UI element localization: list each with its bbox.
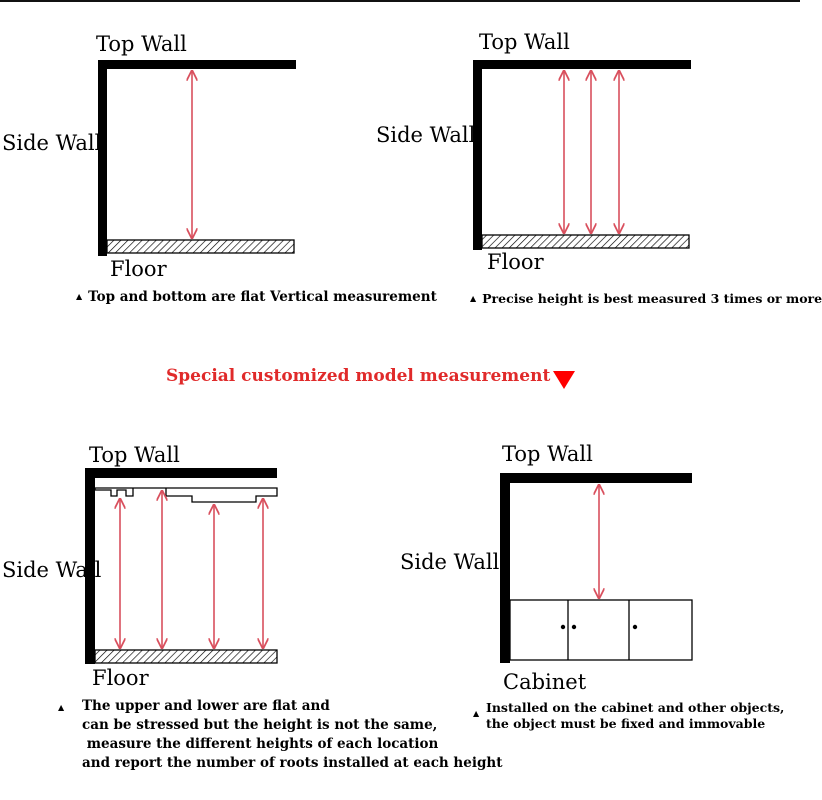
panel-1-top-wall-label: Top Wall bbox=[96, 32, 187, 56]
red-triangle-down-icon bbox=[553, 371, 575, 389]
panel-4-side-wall-label: Side Wall bbox=[400, 550, 500, 574]
panel-1-floor-hatch bbox=[106, 239, 295, 254]
bullet-icon: ▲ bbox=[470, 293, 477, 303]
panel-2-caption: ▲Precise height is best measured 3 times… bbox=[470, 291, 822, 306]
measurement-diagram bbox=[85, 60, 693, 664]
panel-4-top-wall bbox=[500, 473, 692, 483]
panel-3-caption: The upper and lower are flat and can be … bbox=[82, 698, 503, 771]
panel-4-side-wall bbox=[500, 473, 510, 663]
panel-4-cabinet-knob-2 bbox=[571, 624, 577, 630]
panel-3-floor-hatch bbox=[94, 649, 278, 664]
panel-1-side-wall bbox=[98, 60, 107, 256]
panel-2-side-wall-label: Side Wall bbox=[376, 123, 476, 147]
panel-4-top-wall-label: Top Wall bbox=[502, 442, 593, 466]
panel-2-diagram bbox=[473, 60, 691, 250]
panel-4-cabinet-label: Cabinet bbox=[503, 670, 587, 694]
panel-4-cabinet-body bbox=[509, 599, 693, 661]
panel-4-caption: Installed on the cabinet and other objec… bbox=[486, 700, 785, 731]
panel-4-diagram bbox=[500, 473, 693, 663]
panel-2-floor-hatch bbox=[481, 234, 690, 249]
panel-2-side-wall bbox=[473, 60, 482, 250]
panel-1-diagram bbox=[98, 60, 296, 256]
special-measurement-heading: Special customized model measurement bbox=[166, 366, 551, 386]
panel-3-floor-label: Floor bbox=[92, 666, 149, 690]
panel-2-floor-label: Floor bbox=[487, 250, 544, 274]
panel-4-cabinet-knob-1 bbox=[560, 624, 566, 630]
panel-1-floor-label: Floor bbox=[110, 257, 167, 281]
panel-1-top-wall bbox=[98, 60, 296, 69]
panel-3-side-wall bbox=[85, 468, 95, 664]
panel-3-diagram bbox=[85, 468, 278, 664]
panel-3-top-wall bbox=[85, 468, 277, 478]
panel-1-side-wall-label: Side Wall bbox=[2, 131, 102, 155]
top-border bbox=[0, 0, 800, 2]
panel-3-top-wall-label: Top Wall bbox=[89, 443, 180, 467]
bullet-icon: ▲ bbox=[473, 709, 480, 718]
panel-1-caption: ▲Top and bottom are flat Vertical measur… bbox=[76, 289, 437, 305]
bullet-icon: ▲ bbox=[58, 703, 65, 712]
panel-2-top-wall bbox=[473, 60, 691, 69]
panel-4-cabinet-knob-3 bbox=[632, 624, 638, 630]
panel-3-uneven-ceiling bbox=[94, 487, 278, 503]
bullet-icon: ▲ bbox=[76, 291, 83, 301]
panel-2-top-wall-label: Top Wall bbox=[479, 30, 570, 54]
panel-3-side-wall-label: Side Wall bbox=[2, 558, 102, 582]
